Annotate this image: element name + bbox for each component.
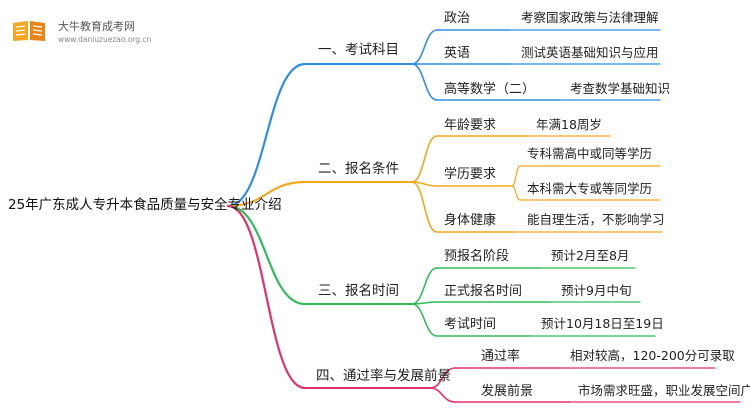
leaf-politics-desc[interactable]: 考察国家政策与法律理解 (521, 10, 659, 25)
leaf-age-desc[interactable]: 年满18周岁 (536, 117, 602, 132)
node-age-requirement[interactable]: 年龄要求 (444, 118, 497, 133)
leaf-education-desc-2[interactable]: 本科需大专或等同学历 (527, 181, 653, 196)
logo-title: 大牛教育成考网 (58, 20, 135, 33)
root-to-branch-3-connector (226, 204, 307, 306)
leaf-formal-registration-desc[interactable]: 预计9月中旬 (561, 283, 632, 298)
leaf-prospects-desc[interactable]: 市场需求旺盛，职业发展空间广阔 (578, 383, 750, 398)
logo-url: www.daniuzuezao.org.cn (58, 35, 152, 44)
book-logo-icon (13, 21, 45, 41)
node-pass-rate[interactable]: 通过率 (481, 349, 521, 364)
node-education-requirement[interactable]: 学历要求 (444, 167, 497, 182)
root-to-branch-1-connector (226, 62, 307, 208)
branch-2-sub-2-leaf-1-connector (511, 165, 521, 187)
node-advanced-math[interactable]: 高等数学（二） (444, 82, 536, 97)
branch-pass-rate-prospects[interactable]: 四、通过率与发展前景 (316, 368, 451, 384)
node-health[interactable]: 身体健康 (444, 213, 497, 228)
branch-2-sub-3-connector (411, 181, 438, 233)
leaf-pass-rate-desc[interactable]: 相对较高，120-200分可录取 (570, 348, 735, 363)
branch-1-sub-1-connector (411, 29, 438, 65)
node-english[interactable]: 英语 (444, 46, 471, 61)
site-logo[interactable]: 大牛教育成考网 www.daniuzuezao.org.cn (6, 14, 176, 50)
branch-4-sub-1-connector (429, 367, 456, 389)
node-politics[interactable]: 政治 (444, 11, 471, 26)
branch-2-sub-1-connector (411, 135, 438, 183)
leaf-health-desc[interactable]: 能自理生活，不影响学习 (527, 212, 665, 227)
leaf-pre-registration-desc[interactable]: 预计2月至8月 (551, 248, 630, 263)
branch-exam-subjects[interactable]: 一、考试科目 (318, 42, 399, 58)
leaf-english-desc[interactable]: 测试英语基础知识与应用 (521, 45, 659, 60)
node-prospects[interactable]: 发展前景 (481, 384, 534, 399)
branch-registration-time[interactable]: 三、报名时间 (318, 283, 399, 299)
branch-4-sub-2-connector (429, 387, 456, 403)
node-pre-registration[interactable]: 预报名阶段 (444, 249, 510, 264)
branch-eligibility[interactable]: 二、报名条件 (318, 161, 399, 177)
root-node[interactable]: 25年广东成人专升本食品质量与安全专业介绍 (8, 197, 282, 213)
root-to-branch-2-connector (226, 180, 307, 208)
leaf-education-desc-1[interactable]: 专科需高中或同等学历 (527, 146, 653, 161)
leaf-math-desc[interactable]: 考查数学基础知识 (570, 81, 671, 96)
node-exam-time[interactable]: 考试时间 (444, 317, 497, 332)
root-to-branch-4-connector (226, 204, 307, 390)
branch-3-sub-3-connector (411, 303, 438, 337)
node-formal-registration[interactable]: 正式报名时间 (444, 284, 523, 299)
leaf-exam-time-desc[interactable]: 预计10月18日至19日 (541, 316, 664, 331)
branch-3-sub-1-connector (411, 267, 438, 305)
branch-2-sub-2-leaf-2-connector (511, 185, 521, 201)
branch-1-sub-3-connector (411, 63, 438, 101)
